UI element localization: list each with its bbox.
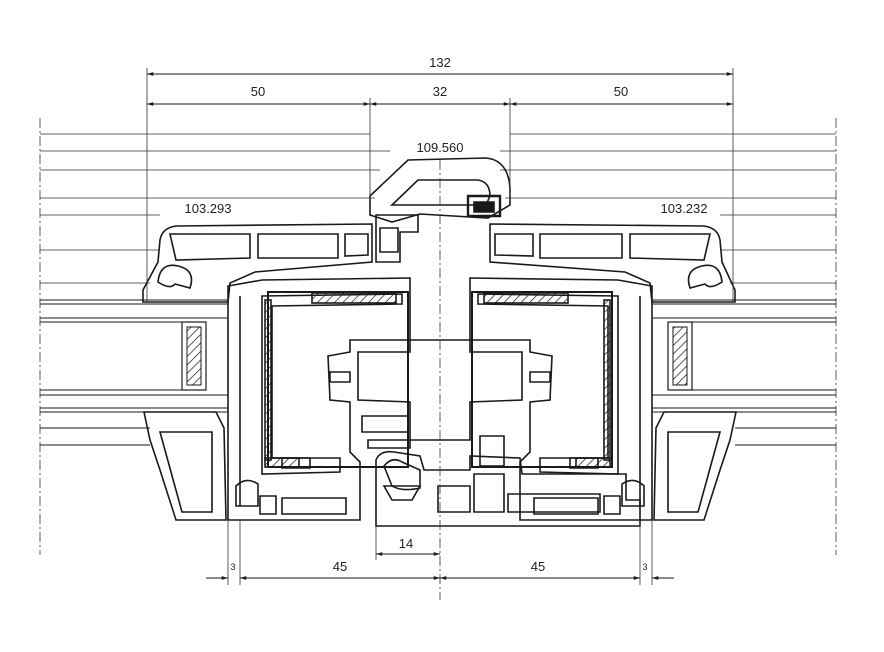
label-bottom-right: 45 — [531, 559, 545, 574]
label-center-segment: 32 — [433, 84, 447, 99]
extension-lines — [146, 68, 734, 585]
profile-code-right: 103.232 — [661, 201, 708, 216]
glass-pane-right — [652, 299, 836, 446]
glazing-bead-left — [142, 223, 373, 303]
mullion-body — [227, 277, 653, 521]
glazing-bead-right — [489, 223, 736, 303]
top-cap-profile — [369, 157, 511, 263]
label-left-segment: 50 — [251, 84, 265, 99]
label-overall: 132 — [429, 55, 451, 70]
label-gap-right: 3 — [642, 562, 647, 572]
reference-lines — [40, 133, 836, 284]
dimension-lines — [147, 72, 733, 580]
profile-code-left: 103.293 — [185, 201, 232, 216]
outer-frame — [143, 411, 737, 527]
side-axis-lines — [39, 118, 837, 555]
label-right-segment: 50 — [614, 84, 628, 99]
label-bottom-center: 14 — [399, 536, 413, 551]
label-gap-left: 3 — [230, 562, 235, 572]
profile-code-top: 109.560 — [417, 140, 464, 155]
label-bottom-left: 45 — [333, 559, 347, 574]
glass-pane-left — [40, 299, 228, 446]
